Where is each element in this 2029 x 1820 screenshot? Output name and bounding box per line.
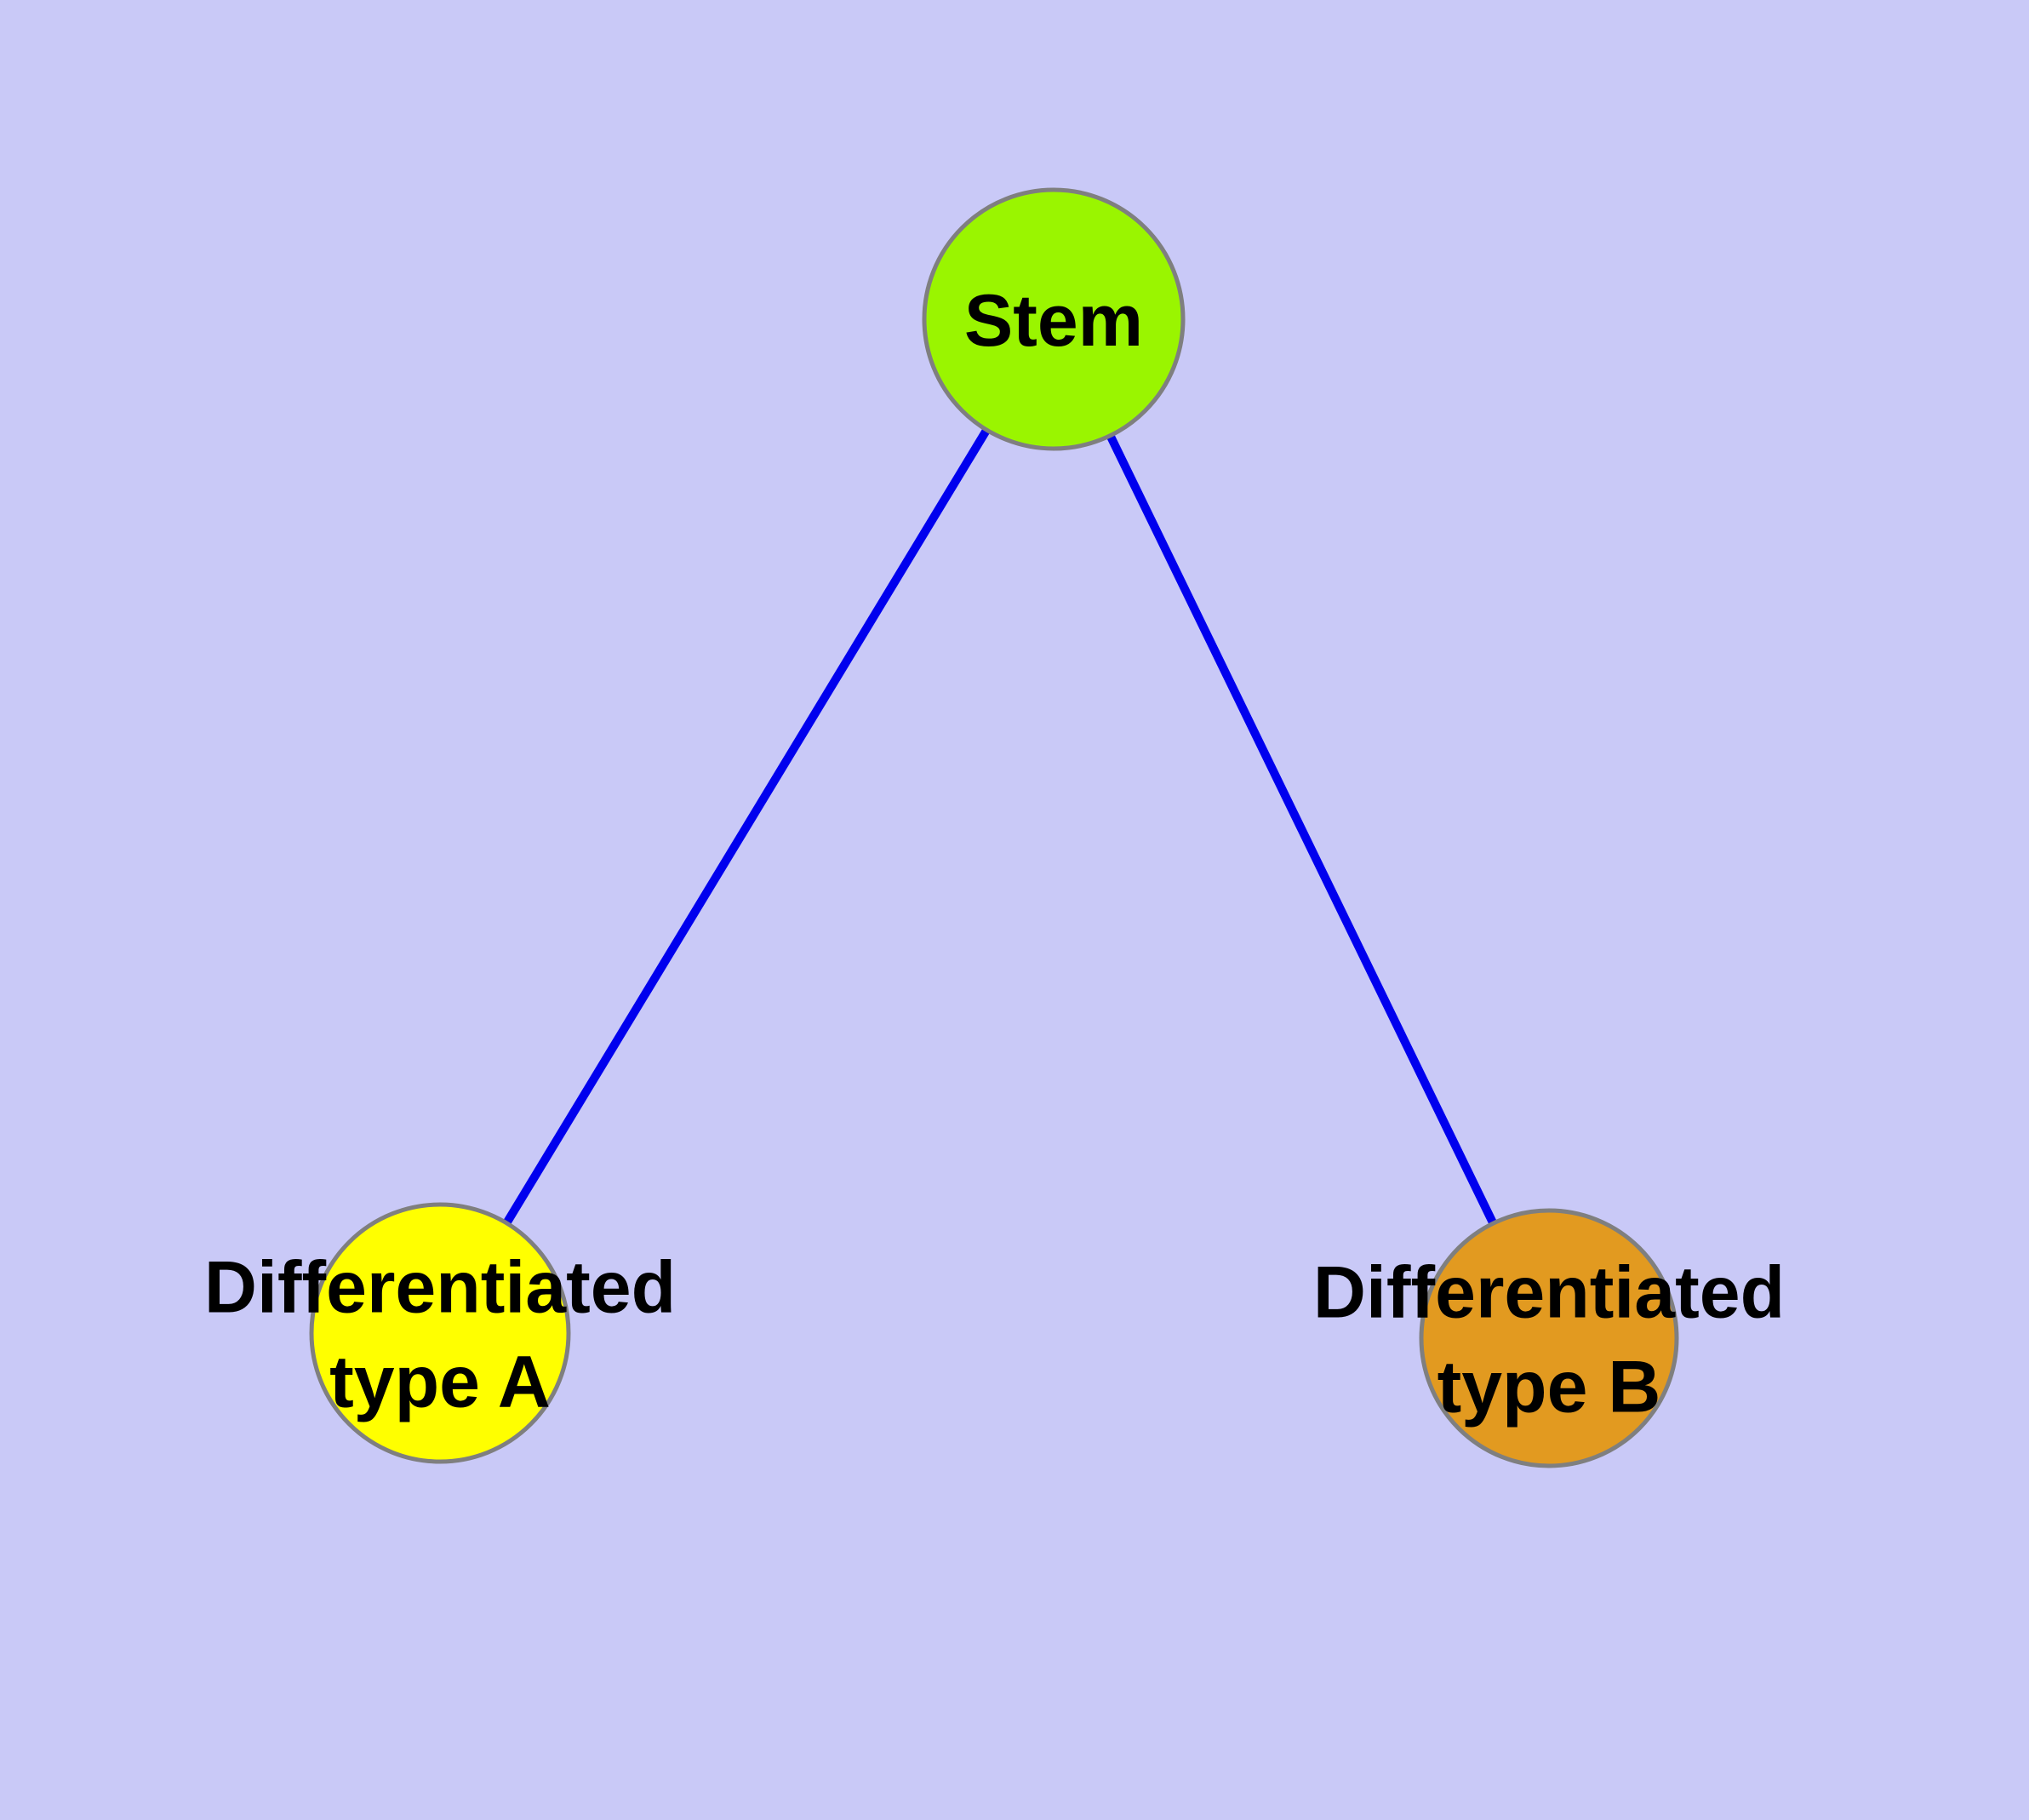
node-stem[interactable] (922, 187, 1186, 451)
node-stem-label-line-1: Stem (964, 280, 1143, 362)
node-differentiated-type-a-label: Differentiated type A (204, 1247, 676, 1423)
node-differentiated-type-b-label-line-1: Differentiated (1313, 1252, 1785, 1334)
node-differentiated-type-b[interactable] (1419, 1208, 1679, 1468)
node-differentiated-type-a[interactable] (309, 1202, 571, 1464)
node-differentiated-type-a-label-line-1: Differentiated (204, 1247, 676, 1329)
node-stem-label: Stem (964, 280, 1143, 362)
node-differentiated-type-b-label: Differentiated type B (1313, 1252, 1785, 1428)
edge-stem-to-differentiated-type-a (436, 317, 1058, 1336)
node-differentiated-type-a-label-line-2: type A (329, 1342, 551, 1423)
node-differentiated-type-b-label-line-2: type B (1437, 1347, 1661, 1428)
edge-stem-to-differentiated-type-b (1049, 317, 1553, 1341)
